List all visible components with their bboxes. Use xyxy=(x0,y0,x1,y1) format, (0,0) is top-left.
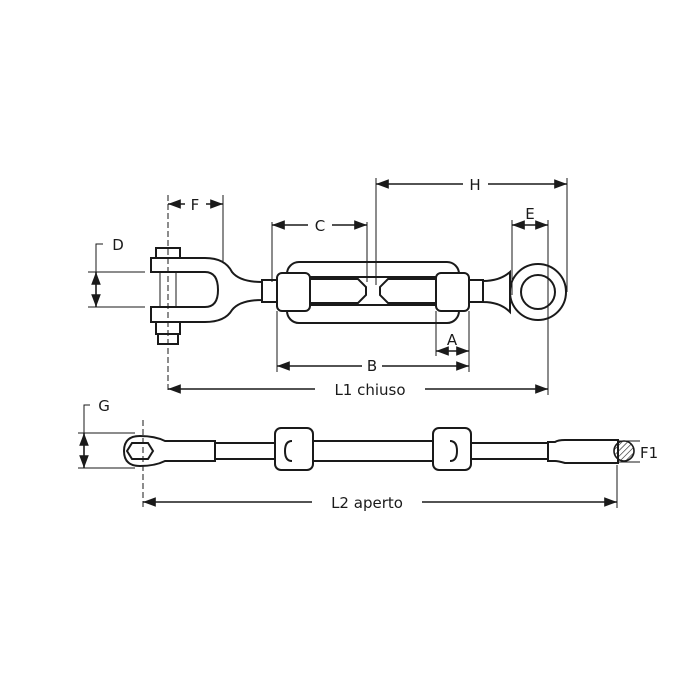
svg-text:F: F xyxy=(191,196,200,214)
svg-text:D: D xyxy=(112,236,124,254)
turnbuckle-side-view: G F1 L2 aperto xyxy=(78,397,658,512)
dimension-e: E xyxy=(511,205,549,395)
turnbuckle-body xyxy=(276,261,470,324)
dimension-h: H xyxy=(375,176,568,292)
dimension-f1: F1 xyxy=(618,440,658,463)
dimension-c: C xyxy=(271,217,368,282)
svg-text:F1: F1 xyxy=(640,444,658,462)
eye-bolt xyxy=(468,263,567,321)
dimension-d: D xyxy=(88,236,145,308)
svg-text:C: C xyxy=(315,217,325,235)
turnbuckle-top-view: F C H E D xyxy=(88,176,568,399)
svg-text:L1 chiuso: L1 chiuso xyxy=(334,381,405,399)
dimension-f: F xyxy=(168,195,224,262)
svg-text:E: E xyxy=(525,205,534,223)
dimension-l2: L2 aperto xyxy=(143,465,618,512)
svg-text:G: G xyxy=(98,397,110,415)
dimension-l1: L1 chiuso xyxy=(168,381,548,399)
svg-text:L2 aperto: L2 aperto xyxy=(331,494,403,512)
dimension-g: G xyxy=(78,397,135,469)
svg-text:H: H xyxy=(469,176,480,194)
svg-text:B: B xyxy=(367,357,377,375)
f1-section xyxy=(613,440,635,462)
dimension-a: A xyxy=(435,311,470,372)
left-collar xyxy=(261,279,279,303)
dimension-b: B xyxy=(276,311,469,375)
hex-socket xyxy=(125,442,155,460)
svg-text:A: A xyxy=(447,331,458,349)
